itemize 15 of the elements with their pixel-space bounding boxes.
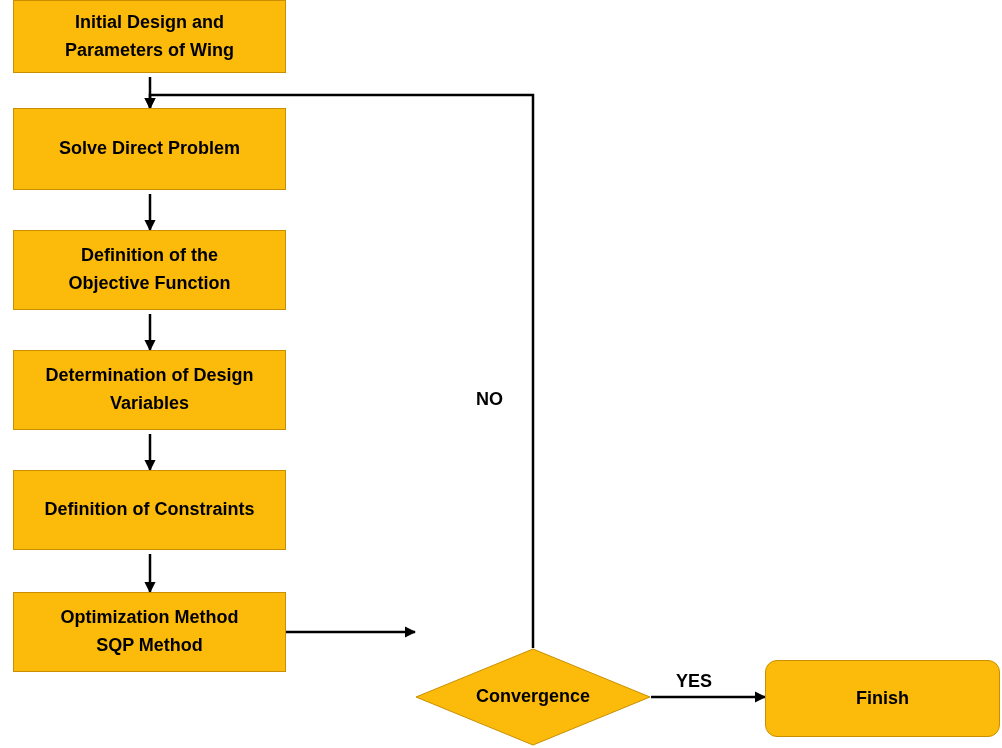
arrow — [144, 194, 156, 232]
process-box: Initial Design and Parameters of Wing — [13, 0, 286, 73]
arrow — [651, 691, 767, 703]
process-box: Optimization Method SQP Method — [13, 592, 286, 672]
arrow — [144, 554, 156, 594]
process-box: Determination of Design Variables — [13, 350, 286, 430]
arrow — [286, 626, 417, 638]
terminal-box: Finish — [765, 660, 1000, 737]
arrow — [144, 93, 535, 648]
process-box: Definition of the Objective Function — [13, 230, 286, 310]
process-box: Definition of Constraints — [13, 470, 286, 550]
arrow — [144, 314, 156, 352]
arrow — [144, 434, 156, 472]
process-box: Solve Direct Problem — [13, 108, 286, 190]
decision-diamond: Convergence — [415, 648, 651, 746]
